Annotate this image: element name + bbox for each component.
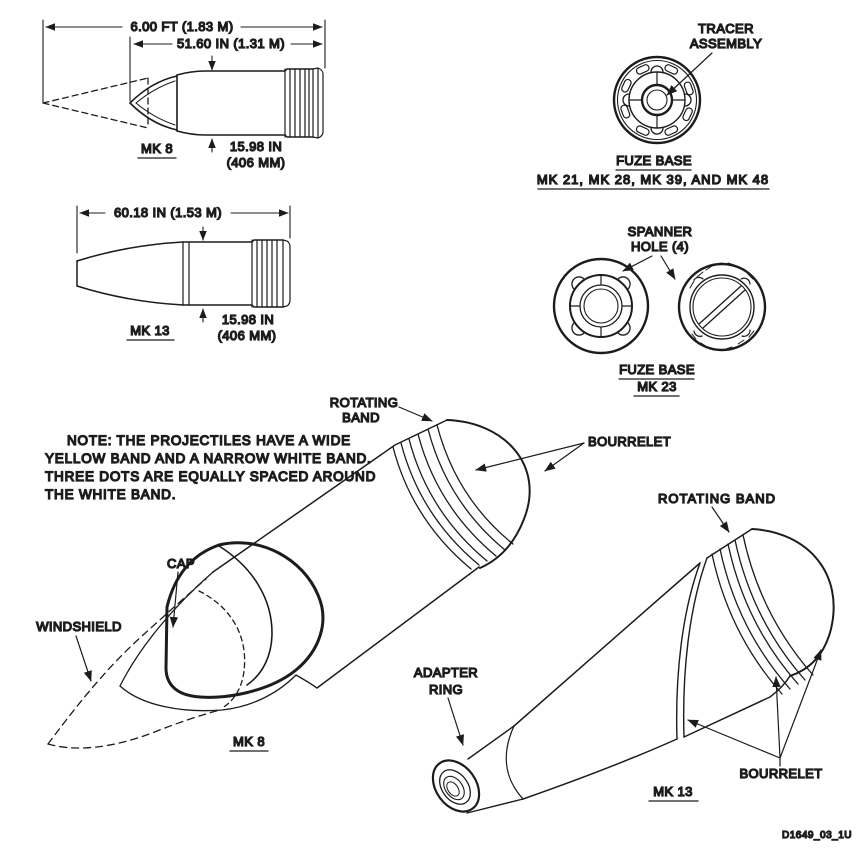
fuze-base-mk23-title: FUZE BASE — [619, 362, 695, 377]
cap-label: CAP — [167, 556, 195, 571]
projectile-body-outline — [76, 239, 284, 308]
windshield-phantom-outline — [47, 578, 221, 749]
mk13-diameter-mm: (406 MM) — [218, 328, 277, 343]
adapter-ring-line2: RING — [429, 682, 463, 697]
note-line-1: NOTE: THE PROJECTILES HAVE A WIDE — [67, 433, 351, 448]
dimension-extension-lines — [76, 205, 291, 254]
fuze-base-mk23-view: SPANNER HOLE (4) FUZE BASE MK 23 — [552, 223, 767, 397]
inner-ring — [689, 274, 755, 340]
mk8-diameter-mm: (406 MM) — [227, 155, 286, 170]
rotating-band-rings — [392, 424, 514, 570]
mk8-rotating-band-line1: ROTATING — [330, 395, 398, 410]
spanner-callout-line1: SPANNER — [628, 224, 693, 239]
center-hole — [579, 284, 623, 328]
center-hole-inner — [583, 288, 619, 324]
fuze-base-mk23-models: MK 23 — [637, 379, 677, 394]
note-block: NOTE: THE PROJECTILES HAVE A WIDE YELLOW… — [44, 432, 376, 502]
rotating-band-rings — [711, 534, 814, 695]
adapter-ring-line1: ADAPTER — [414, 665, 478, 680]
mk13-side-label: MK 13 — [130, 323, 170, 338]
tracer-leader-arrow — [666, 52, 713, 96]
note-line-3: THREE DOTS ARE EQUALLY SPACED AROUND — [45, 469, 376, 484]
mk8-diameter-in: 15.98 IN — [230, 139, 282, 154]
mk13-perspective-view: ROTATING BAND ADAPTER RING BOURRELET MK … — [413, 490, 835, 814]
mk8-side-label: MK 8 — [141, 141, 173, 156]
inner-ring-2 — [692, 277, 752, 337]
windshield-phantom-outline — [42, 77, 149, 129]
fuze-base-mk23-right — [677, 262, 767, 352]
spokes — [569, 274, 633, 338]
outer-rim — [677, 262, 767, 352]
rotating-band-grooves — [251, 239, 291, 308]
windshield-label: WINDSHIELD — [36, 619, 122, 634]
mk8-bourrelet-label: BOURRELET — [588, 434, 671, 449]
windshield-outline — [119, 571, 318, 712]
mk13-bourrelet-label: BOURRELET — [739, 766, 822, 781]
fuze-base-title: FUZE BASE — [616, 153, 692, 168]
cap-outline — [164, 541, 325, 709]
outer-rim — [552, 257, 650, 355]
tracer-assembly-hole-inner — [646, 89, 668, 111]
spanner-callout-line2: HOLE (4) — [631, 239, 689, 254]
stamped-rim-marks — [689, 262, 755, 351]
leader-arrows — [75, 406, 585, 682]
fuze-base-mk23-left — [552, 257, 650, 355]
mk8-perspective-view: ROTATING BAND BOURRELET CAP WINDSHIELD M… — [36, 394, 671, 752]
tracer-callout-line1: TRACER — [698, 21, 754, 36]
mk13-side-view: 60.18 IN (1.53 M) 15.98 IN (406 MM) MK 1… — [76, 204, 291, 344]
tracer-callout-line2: ASSEMBLY — [690, 36, 762, 51]
forward-bourrelet-lines — [182, 241, 190, 306]
projectile-body-edges — [212, 419, 480, 689]
mk8-overall-length: 6.00 FT (1.83 M) — [131, 19, 234, 34]
projectile-body-edges — [683, 528, 791, 738]
spanner-slot — [698, 285, 746, 329]
mk13-perspective-label: MK 13 — [653, 784, 693, 799]
figure-code: D1649_03_1U — [782, 830, 852, 841]
base-silhouette — [751, 528, 835, 677]
projectile-body-outline — [176, 68, 314, 138]
fuze-base-outer-rim — [612, 55, 702, 145]
mk8-body-length: 51.60 IN (1.31 M) — [177, 36, 285, 51]
spanner-leader-arrows — [622, 255, 676, 280]
leader-arrows — [447, 506, 822, 767]
mk13-overall-length: 60.18 IN (1.53 M) — [114, 205, 222, 220]
fuze-base-slots — [620, 64, 694, 136]
mk8-perspective-label: MK 8 — [233, 734, 265, 749]
mk8-rotating-band-line2: BAND — [342, 410, 380, 425]
fuze-base-tracer-view: TRACER ASSEMBLY FUZE BASE MK 21, MK 28, … — [536, 20, 770, 190]
cap-outline — [129, 74, 178, 132]
fuze-base-spokes — [628, 71, 686, 129]
nose-ogive-edges — [513, 562, 701, 800]
base-silhouette — [446, 419, 531, 569]
fuze-base-inner-rim — [616, 59, 698, 141]
spanner-holes — [571, 276, 631, 336]
adapter-ring — [431, 725, 524, 814]
mk13-rotating-band-label: ROTATING BAND — [658, 491, 776, 506]
note-line-4: THE WHITE BAND. — [45, 487, 176, 502]
dimension-extension-lines — [42, 19, 326, 104]
edge-notches — [693, 276, 751, 337]
fuze-base-models: MK 21, MK 28, MK 39, AND MK 48 — [537, 172, 769, 187]
forward-bourrelet-rings — [675, 557, 708, 740]
mk13-diameter-in: 15.98 IN — [222, 312, 274, 327]
note-line-2: YELLOW BAND AND A NARROW WHITE BAND. — [45, 451, 372, 466]
rotating-band-grooves — [284, 67, 324, 139]
fuze-base-lugs — [622, 65, 692, 135]
mk8-side-view: 6.00 FT (1.83 M) 51.60 IN (1.31 M) 15.98… — [42, 18, 326, 171]
